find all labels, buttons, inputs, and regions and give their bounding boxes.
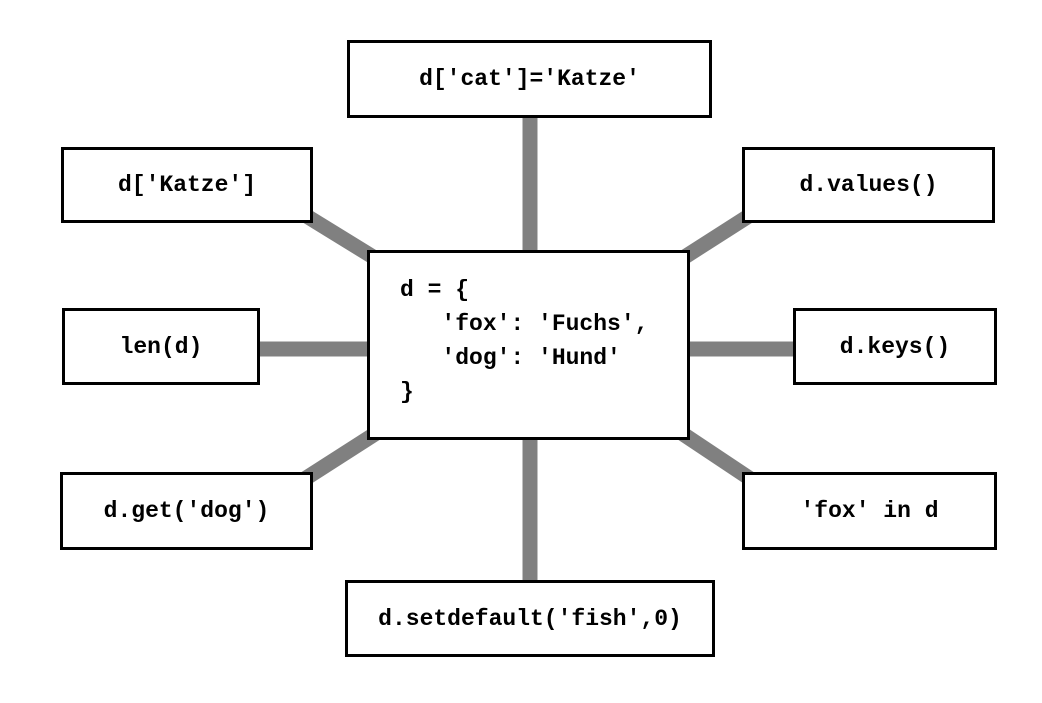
node-label: d.values() — [799, 172, 938, 198]
node-lookup-key: d['Katze'] — [61, 147, 313, 223]
node-label: d.setdefault('fish',0) — [378, 605, 682, 632]
connector-upper-left-diagonal — [296, 205, 382, 267]
node-setdefault-method: d.setdefault('fish',0) — [345, 580, 715, 657]
node-get-method: d.get('dog') — [60, 472, 313, 550]
node-label: d['Katze'] — [117, 172, 257, 198]
node-label: d.keys() — [839, 333, 951, 360]
dict-definition-code: d = { 'fox': 'Fuchs', 'dog': 'Hund' } — [400, 277, 649, 405]
node-in-operator: 'fox' in d — [742, 472, 997, 550]
center-dict-definition-box: d = { 'fox': 'Fuchs', 'dog': 'Hund' } — [367, 250, 690, 440]
node-values-method: d.values() — [742, 147, 995, 223]
node-keys-method: d.keys() — [793, 308, 997, 385]
node-label: d.get('dog') — [103, 498, 270, 524]
node-label: len(d) — [119, 333, 203, 360]
connector-lower-left-diagonal — [295, 425, 383, 489]
node-assign-item: d['cat']='Katze' — [347, 40, 712, 118]
node-label: 'fox' in d — [800, 498, 939, 524]
node-len-function: len(d) — [62, 308, 260, 385]
node-label: d['cat']='Katze' — [419, 66, 640, 92]
